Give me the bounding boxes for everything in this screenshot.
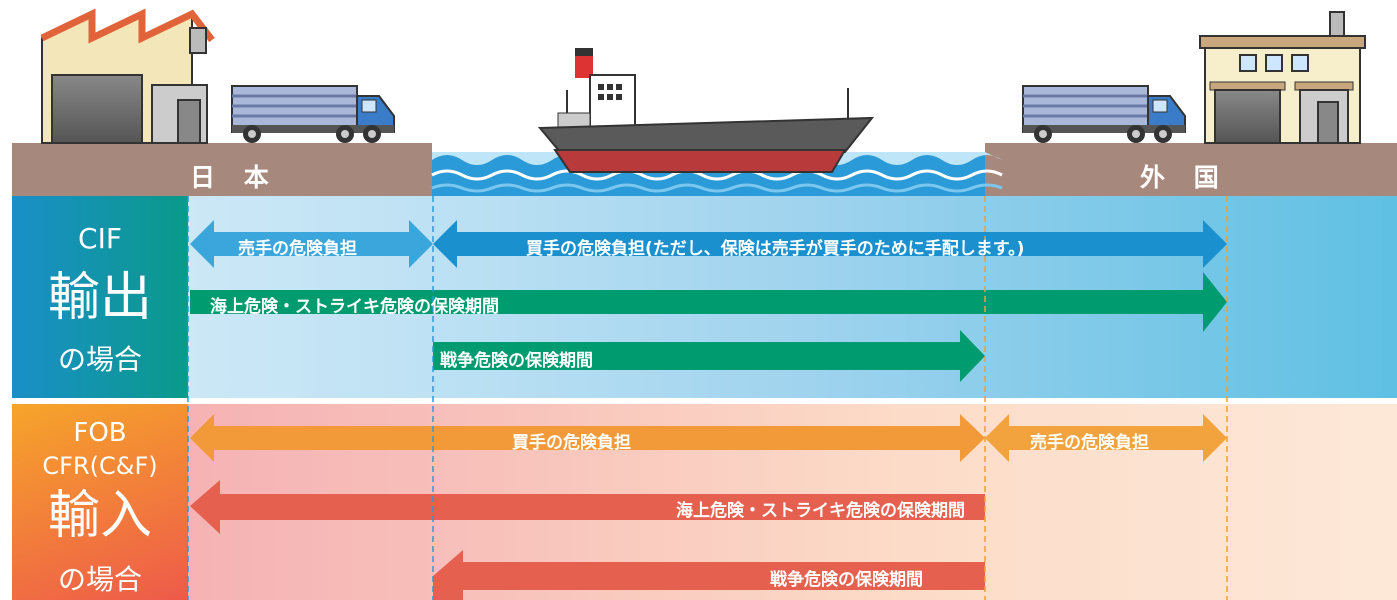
cif-code: CIF [78,222,122,255]
fob-title: 輸入 [47,486,152,546]
fob-war-period-arrow [433,550,985,600]
fob-seller-risk-label: 売手の危険負担 [1030,433,1149,453]
region-japan: 日 本 [190,163,279,192]
cargo-ship-icon [537,48,875,173]
cif-war-period-arrow [433,330,985,382]
sea [431,152,1003,196]
fob-marine-period-label: 海上危険・ストライキ危険の保険期間 [676,501,965,521]
cif-seller-risk-arrow [190,220,433,268]
japan-ground [12,143,432,196]
fob-suffix: の場合 [57,563,142,596]
cif-buyer-risk-label: 買手の危険負担(ただし、保険は売手が買手のために手配します。) [526,239,1025,259]
cif-marine-period-label: 海上危険・ストライキ危険の保険期間 [210,297,499,317]
foreign-truck-icon [1022,85,1186,143]
fob-buyer-risk-label: 買手の危険負担 [512,433,631,453]
cif-buyer-risk-arrow [433,220,1227,268]
scene-illustration [12,8,1397,196]
fob-war-period-label: 戦争危険の保険期間 [770,570,923,590]
cif-seller-risk-label: 売手の危険負担 [238,239,357,259]
cif-header [12,196,188,398]
fob-seller-risk-arrow [985,414,1227,462]
fob-code-1: FOB [73,418,127,448]
fob-marine-period-arrow [190,480,985,534]
cif-suffix: の場合 [57,343,142,376]
region-foreign: 外 国 [1140,163,1229,192]
japan-factory-icon [40,8,215,144]
fob-code-2: CFR(C&F) [42,452,158,480]
cif-war-period-label: 戦争危険の保険期間 [440,351,593,371]
foreign-warehouse-icon [1199,11,1366,144]
fob-buyer-risk-arrow [190,414,985,462]
cif-title: 輸出 [47,268,152,328]
japan-truck-icon [231,85,395,143]
fob-header [12,404,188,600]
cif-marine-period-arrow [190,272,1227,332]
foreign-ground [985,143,1397,196]
